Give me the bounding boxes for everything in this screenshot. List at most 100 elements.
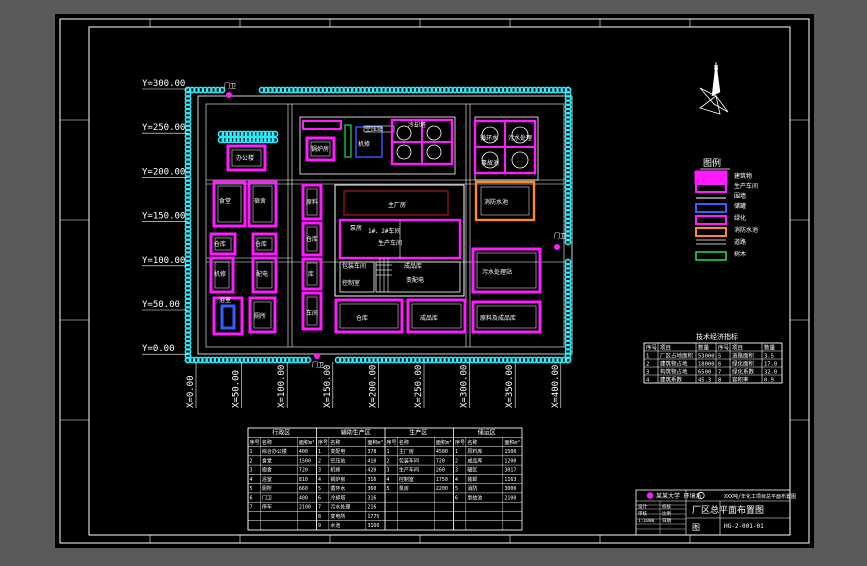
tanks-label: 冷却塔 xyxy=(408,121,426,129)
list-table-cell: 空压站 xyxy=(330,457,345,464)
tree xyxy=(564,103,572,111)
tree xyxy=(564,326,572,334)
title-block-border xyxy=(635,489,791,536)
tree xyxy=(275,86,283,94)
tree xyxy=(564,318,572,326)
tree xyxy=(447,86,455,94)
y-axis-label: Y=150.00 xyxy=(142,212,185,222)
tree xyxy=(564,133,572,140)
tree xyxy=(267,136,275,144)
gate-marker xyxy=(554,244,560,250)
tree xyxy=(248,130,256,138)
tech-table-cell: 8 xyxy=(718,378,721,384)
tree xyxy=(184,170,192,178)
tree xyxy=(221,136,229,144)
tree xyxy=(560,356,568,364)
list-table-header: 面积m² xyxy=(436,439,452,446)
tree xyxy=(564,217,572,225)
tree xyxy=(184,327,192,334)
list-table-cell: 综合办公楼 xyxy=(262,448,287,455)
building-top-a-inner xyxy=(310,141,331,157)
tree xyxy=(267,130,275,138)
tree xyxy=(184,204,192,212)
tech-table-cell: 数量 xyxy=(764,344,776,352)
gate-marker xyxy=(226,92,232,98)
tree xyxy=(439,356,446,364)
north-letter: N xyxy=(714,64,718,72)
list-table-cell: 4 xyxy=(250,477,253,483)
tree xyxy=(564,352,572,360)
tree xyxy=(414,356,421,364)
tree xyxy=(564,179,572,187)
tree xyxy=(484,86,492,94)
tree xyxy=(236,130,244,138)
list-table-cell: 3 xyxy=(387,468,390,474)
title-block-cell: 校核 xyxy=(662,503,671,510)
list-table-cell: 216 xyxy=(367,505,376,511)
school-name: 某某大学 环境系 xyxy=(656,492,702,500)
list-table-cell: 包装车间 xyxy=(399,457,419,464)
tech-table-cell: 17.0 xyxy=(764,362,777,368)
tree xyxy=(244,136,252,144)
tree xyxy=(184,86,192,94)
tree xyxy=(476,356,484,364)
strip-2 xyxy=(301,221,323,257)
tree xyxy=(388,86,396,94)
tree xyxy=(510,86,517,94)
tree xyxy=(564,309,572,317)
tree xyxy=(564,356,572,364)
legend-item-label: 道路 xyxy=(734,238,746,246)
top-a-label: 锅炉房 xyxy=(311,145,329,153)
legend-item-label: 绿化 xyxy=(734,214,746,222)
list-table-cell: 1750 xyxy=(436,477,448,483)
tree xyxy=(493,86,501,94)
tree xyxy=(217,356,225,364)
y-axis-label: Y=50.00 xyxy=(142,300,180,310)
list-table-header: 名称 xyxy=(330,439,340,446)
x-axis-label: X=350.00 xyxy=(505,365,515,408)
r-a-label: 循环水 xyxy=(480,134,498,142)
tree xyxy=(422,356,430,364)
tree xyxy=(188,356,196,364)
tree xyxy=(236,136,244,144)
tech-table-cell: 18000 xyxy=(698,362,715,368)
tree xyxy=(254,356,262,364)
top-c-label: 空压站 xyxy=(365,125,383,133)
x-axis-label: X=150.00 xyxy=(323,365,333,408)
tree xyxy=(405,356,413,364)
tree xyxy=(368,356,375,364)
building-wc xyxy=(248,296,277,334)
tree xyxy=(221,356,229,364)
list-table-cell: 410 xyxy=(367,458,376,464)
tech-table-cell: 6500 xyxy=(698,370,711,376)
tree xyxy=(384,86,392,94)
tree xyxy=(564,258,572,266)
tree xyxy=(283,86,291,94)
tech-table-cell: 容积率 xyxy=(732,376,749,384)
tree xyxy=(184,343,192,351)
tree xyxy=(184,141,192,149)
tree xyxy=(355,86,362,94)
tree xyxy=(184,107,192,115)
tree xyxy=(518,356,526,364)
tree xyxy=(564,192,572,199)
plot-outline xyxy=(299,116,456,175)
tree xyxy=(184,192,192,199)
legend-item-label: 建筑物 xyxy=(734,172,752,180)
legend-swatch xyxy=(695,215,727,225)
tree xyxy=(564,238,572,246)
tree xyxy=(510,356,518,364)
tank xyxy=(511,151,529,169)
tree xyxy=(184,301,192,309)
tree xyxy=(248,136,256,144)
fire-pool-inner xyxy=(480,186,530,216)
tree xyxy=(564,141,572,149)
shop2-label: 仓库 xyxy=(255,240,267,248)
tree xyxy=(564,107,572,115)
tree xyxy=(472,356,480,364)
list-table-cell: 3160 xyxy=(367,523,379,529)
tree xyxy=(564,183,572,191)
tree xyxy=(564,200,572,208)
tree xyxy=(258,86,266,94)
